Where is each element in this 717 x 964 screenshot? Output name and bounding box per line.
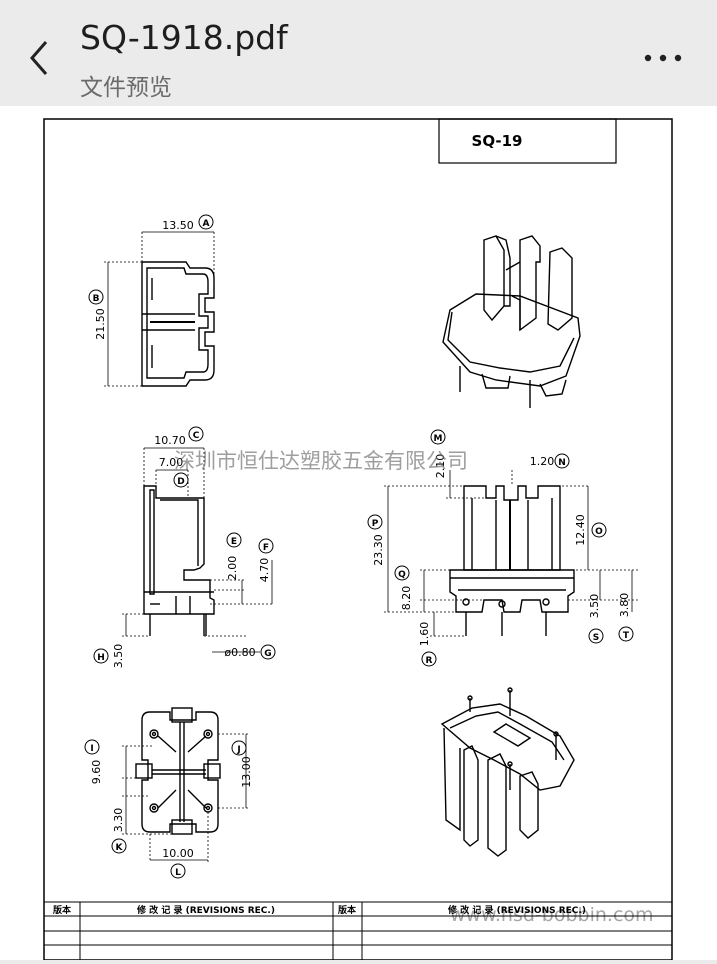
dim-c-value: 10.70: [154, 434, 186, 447]
svg-text:L: L: [175, 868, 181, 878]
dim-h-value: 3.50: [112, 644, 125, 669]
dim-j-marker: J: [231, 740, 247, 756]
svg-text:C: C: [193, 431, 200, 441]
part-number: SQ-19: [472, 132, 523, 150]
dim-d-value: 7.00: [159, 456, 184, 469]
svg-text:D: D: [177, 477, 184, 487]
part-number-box: [438, 118, 617, 164]
revision-table: [44, 901, 672, 960]
dim-r-marker: R: [421, 651, 437, 667]
svg-text:B: B: [93, 294, 100, 304]
dim-o-value: 12.40: [574, 514, 587, 546]
isometric-view-upper: [442, 235, 581, 408]
dim-a-marker: A: [198, 214, 214, 230]
dim-t-value: 3.80: [618, 593, 631, 618]
dim-k-marker: K: [111, 838, 127, 854]
dim-l-marker: L: [170, 863, 186, 879]
dim-j-value: 13.00: [240, 756, 253, 788]
svg-text:F: F: [263, 543, 269, 553]
more-horizontal-icon: [644, 54, 682, 62]
back-button[interactable]: [26, 38, 56, 78]
svg-text:G: G: [264, 649, 271, 659]
rev-col-records-1: 修 改 记 录 (REVISIONS REC.): [136, 904, 275, 916]
dim-p-marker: P: [367, 514, 383, 530]
svg-text:O: O: [595, 527, 603, 537]
dim-q-marker: Q: [394, 565, 410, 581]
svg-text:M: M: [434, 434, 443, 444]
dim-g-value: ø0.80: [224, 646, 255, 659]
chevron-left-icon: [30, 41, 48, 75]
isometric-view-lower: [440, 687, 575, 857]
app-header: SQ-1918.pdf 文件预览: [0, 0, 717, 106]
svg-text:N: N: [558, 458, 566, 468]
pdf-page[interactable]: SQ-19 13.50 A 21.50 B: [0, 106, 717, 961]
dim-b-marker: B: [88, 289, 104, 305]
svg-text:E: E: [231, 537, 237, 547]
svg-text:H: H: [97, 653, 105, 663]
technical-drawing: SQ-19 13.50 A 21.50 B: [43, 118, 673, 961]
dim-s-value: 3.50: [588, 594, 601, 619]
dim-p-value: 23.30: [372, 534, 385, 566]
dim-m-marker: M: [430, 429, 446, 445]
dim-t-marker: T: [618, 626, 634, 642]
dim-r-value: 1.60: [418, 622, 431, 647]
svg-text:R: R: [426, 656, 433, 666]
svg-text:Q: Q: [398, 570, 406, 580]
dim-e-value: 2.00: [226, 556, 239, 581]
bottom-view: [135, 707, 221, 835]
svg-text:S: S: [593, 633, 599, 643]
side-view: [143, 485, 215, 636]
file-title: SQ-1918.pdf: [80, 18, 288, 57]
svg-text:K: K: [116, 843, 124, 853]
dim-a-value: 13.50: [162, 219, 194, 232]
dim-m-value: 2.10: [434, 454, 447, 479]
dim-n-marker: N: [554, 453, 570, 469]
dim-d-marker: D: [173, 472, 189, 488]
top-view: [141, 261, 215, 387]
dim-b-value: 21.50: [94, 308, 107, 340]
dim-g-marker: G: [260, 644, 276, 660]
svg-text:I: I: [90, 744, 93, 754]
file-subtitle: 文件预览: [80, 75, 172, 101]
watermark-url: www.hsd-bobbin.com: [450, 904, 654, 926]
dim-c-marker: C: [188, 426, 204, 442]
dim-s-marker: S: [588, 628, 604, 644]
rev-col-version-1: 版本: [52, 904, 72, 916]
dim-n-value: 1.20: [530, 455, 555, 468]
dim-q-value: 8.20: [400, 586, 413, 611]
svg-text:T: T: [623, 631, 630, 641]
dim-f-marker: F: [258, 538, 274, 554]
svg-text:J: J: [236, 745, 240, 755]
more-button[interactable]: [642, 50, 684, 66]
front-view: [449, 485, 575, 636]
dim-i-value: 9.60: [90, 760, 103, 785]
dim-l-value: 10.00: [162, 847, 194, 860]
dim-f-value: 4.70: [258, 558, 271, 583]
svg-text:P: P: [372, 519, 379, 529]
rev-col-records-2: 修 改 记 录 (REVISIONS REC.): [447, 904, 586, 916]
dim-i-marker: I: [84, 739, 100, 755]
svg-text:A: A: [203, 219, 210, 229]
dim-k-value: 3.30: [112, 808, 125, 833]
watermark-company: 深圳市恒仕达塑胶五金有限公司: [174, 449, 468, 473]
dim-e-marker: E: [226, 532, 242, 548]
dim-h-marker: H: [93, 648, 109, 664]
dim-o-marker: O: [591, 522, 607, 538]
rev-col-version-2: 版本: [337, 904, 357, 916]
